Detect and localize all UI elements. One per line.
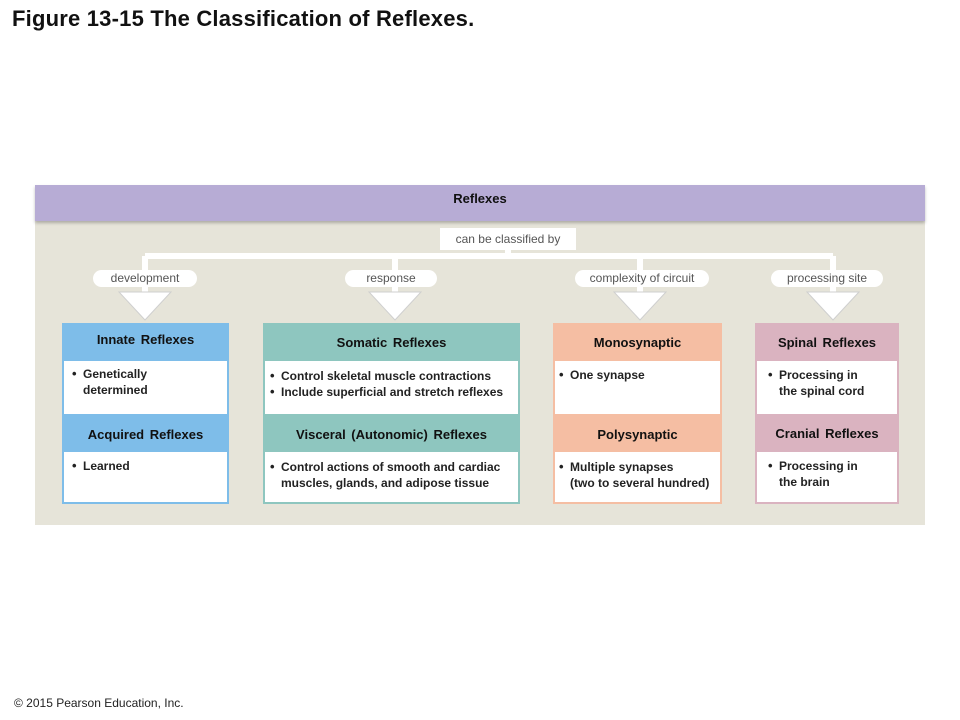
- node-cranial-bullets: Processing in the brain: [768, 458, 896, 490]
- criterion-pill-response: response: [345, 270, 437, 287]
- bullet-text: determined: [83, 383, 148, 397]
- bullet-item: Include superficial and stretch reflexes: [270, 384, 520, 400]
- criterion-pill-processing-site: processing site: [771, 270, 883, 287]
- root-node-reflexes: Reflexes: [35, 185, 925, 221]
- node-innate-bullets: Genetically determined: [72, 366, 222, 398]
- node-polysynaptic-bullets: Multiple synapses (two to several hundred…: [559, 459, 724, 491]
- bullet-text: the spinal cord: [779, 384, 865, 398]
- bullet-item: Control actions of smooth and cardiac mus…: [270, 459, 520, 491]
- node-polysynaptic: Polysynaptic: [553, 414, 722, 452]
- node-monosynaptic: Monosynaptic: [553, 323, 722, 361]
- node-visceral-bullets: Control actions of smooth and cardiac mus…: [270, 459, 520, 491]
- bullet-text: Processing in: [779, 368, 858, 382]
- bullet-text: the brain: [779, 475, 830, 489]
- criterion-pill-complexity: complexity of circuit: [575, 270, 709, 287]
- node-acquired-reflexes: Acquired Reflexes: [62, 414, 229, 452]
- node-acquired-bullets: Learned: [72, 458, 222, 474]
- bullet-item: One synapse: [559, 367, 724, 383]
- figure-title: Figure 13-15 The Classification of Refle…: [12, 6, 475, 31]
- node-visceral-reflexes: Visceral (Autonomic) Reflexes: [263, 414, 520, 452]
- node-monosynaptic-bullets: One synapse: [559, 367, 724, 383]
- bullet-text: Multiple synapses: [570, 460, 674, 474]
- copyright-notice: © 2015 Pearson Education, Inc.: [14, 696, 184, 710]
- arrowhead-2: [367, 291, 423, 321]
- connector-label: can be classified by: [440, 228, 576, 250]
- bullet-item: Genetically determined: [72, 366, 222, 398]
- bullet-item: Learned: [72, 458, 222, 474]
- bullet-item: Multiple synapses (two to several hundred…: [559, 459, 724, 491]
- bullet-item: Control skeletal muscle contractions: [270, 368, 520, 384]
- node-innate-reflexes: Innate Reflexes: [62, 323, 229, 361]
- bullet-text: (two to several hundred): [570, 476, 710, 490]
- bullet-item: Processing in the spinal cord: [768, 367, 896, 399]
- bullet-text: muscles, glands, and adipose tissue: [281, 476, 490, 490]
- bullet-text: Control actions of smooth and cardiac: [281, 460, 501, 474]
- arrowhead-4: [805, 291, 861, 321]
- criterion-pill-development: development: [93, 270, 197, 287]
- node-somatic-reflexes: Somatic Reflexes: [263, 323, 520, 361]
- bullet-item: Processing in the brain: [768, 458, 896, 490]
- node-spinal-bullets: Processing in the spinal cord: [768, 367, 896, 399]
- node-spinal-reflexes: Spinal Reflexes: [755, 323, 899, 361]
- node-cranial-reflexes: Cranial Reflexes: [755, 414, 899, 452]
- arrowhead-3: [612, 291, 668, 321]
- node-somatic-bullets: Control skeletal muscle contractions Inc…: [270, 368, 520, 400]
- bullet-text: Processing in: [779, 459, 858, 473]
- arrowhead-1: [117, 291, 173, 321]
- bullet-text: Genetically: [83, 367, 148, 381]
